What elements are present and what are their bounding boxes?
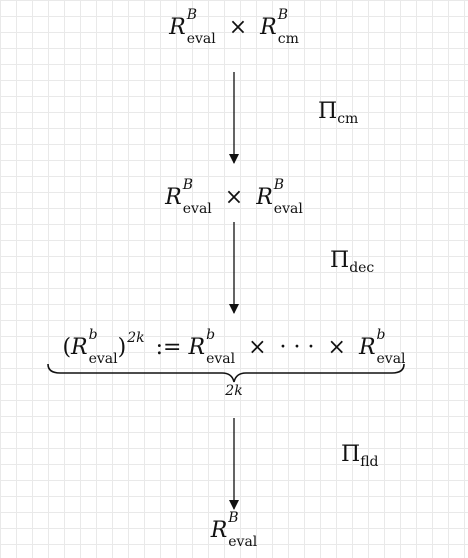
close-paren: ) bbox=[117, 335, 127, 360]
ellipsis: · · · bbox=[279, 335, 315, 360]
times-operator: × bbox=[224, 185, 244, 210]
times-operator: × bbox=[228, 15, 248, 40]
power-exponent: 2k bbox=[127, 330, 145, 346]
open-paren: ( bbox=[62, 335, 72, 360]
underbrace-label: 2k bbox=[225, 383, 243, 399]
assign-operator: := bbox=[155, 335, 182, 360]
times-operator-1: × bbox=[248, 335, 267, 360]
arrow-label-dec: Πdec bbox=[330, 248, 375, 276]
underbrace bbox=[47, 363, 405, 383]
times-operator-2: × bbox=[327, 335, 346, 360]
arrow-label-cm: Πcm bbox=[318, 99, 359, 127]
arrow-label-fld: Πfld bbox=[341, 442, 379, 470]
